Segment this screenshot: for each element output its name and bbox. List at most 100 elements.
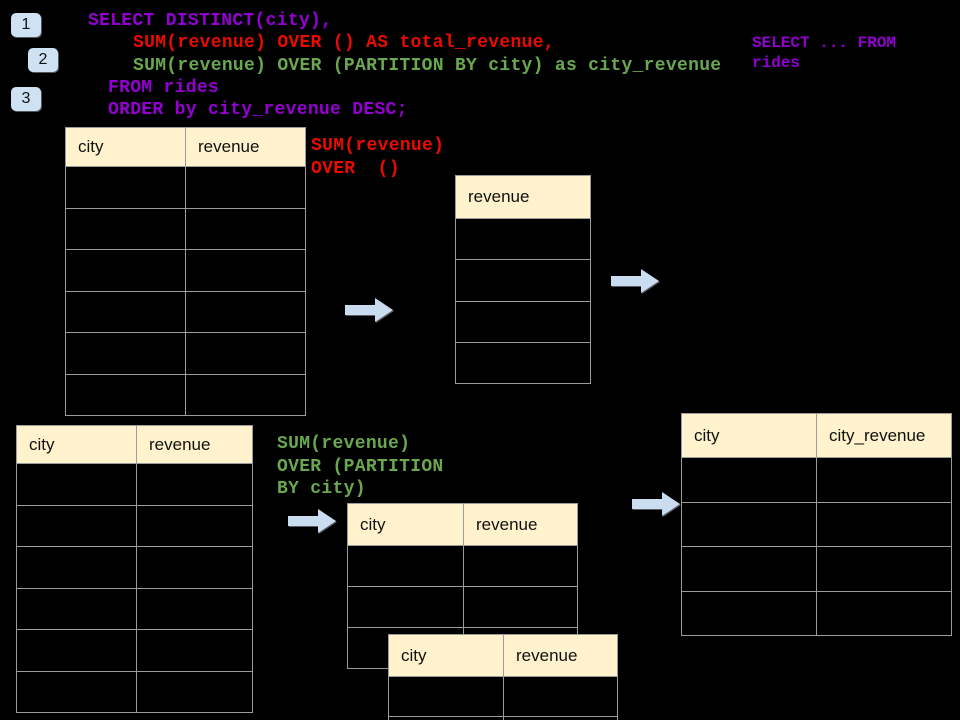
column-header: revenue xyxy=(136,425,253,464)
arrow-right-icon xyxy=(632,492,680,516)
table-cell xyxy=(16,670,137,713)
table-row xyxy=(65,373,306,416)
table-cell xyxy=(347,586,464,628)
table-cell xyxy=(681,457,817,503)
table-cell xyxy=(816,590,952,636)
table-cell xyxy=(388,676,504,717)
table-cell xyxy=(65,166,186,209)
column-header: revenue xyxy=(455,175,591,219)
table-row xyxy=(681,590,952,636)
table-row xyxy=(455,300,591,343)
table-row xyxy=(16,463,253,506)
arrow-right-icon xyxy=(288,509,336,533)
table-cell xyxy=(463,586,578,628)
table-row xyxy=(388,716,618,720)
table-row xyxy=(681,501,952,547)
table-cell xyxy=(463,545,578,587)
table-cell xyxy=(16,629,137,672)
table-row xyxy=(16,629,253,672)
table-row xyxy=(65,249,306,292)
table-cell xyxy=(16,463,137,506)
sql-code-line: SUM(revenue) OVER (PARTITION BY city) as… xyxy=(133,55,722,76)
column-header: revenue xyxy=(463,503,578,546)
column-header: city xyxy=(347,503,464,546)
table-cell xyxy=(136,587,253,630)
side-note-line: SELECT ... FROM xyxy=(752,34,897,52)
table-row xyxy=(347,545,578,587)
table-cell xyxy=(503,716,618,720)
table-cell xyxy=(16,504,137,547)
table-row xyxy=(16,670,253,713)
table-cell xyxy=(185,373,306,416)
label-line: SUM(revenue) xyxy=(311,136,445,156)
table-row xyxy=(65,290,306,333)
table-cell xyxy=(65,249,186,292)
column-header: city_revenue xyxy=(816,413,952,458)
table-cell xyxy=(455,341,591,385)
table-cell xyxy=(185,249,306,292)
table-row xyxy=(455,217,591,261)
table-row xyxy=(16,587,253,630)
table-cell xyxy=(65,207,186,250)
label-line: SUM(revenue) xyxy=(277,434,411,454)
table-cell xyxy=(347,545,464,587)
table-cell xyxy=(16,546,137,589)
label-line: OVER () xyxy=(311,159,400,179)
table-row xyxy=(65,207,306,250)
side-note-line: rides xyxy=(752,54,801,72)
table-cell xyxy=(503,676,618,717)
table-cell xyxy=(65,332,186,375)
column-header: city xyxy=(388,634,504,677)
sql-code-line: ORDER by city_revenue DESC; xyxy=(108,100,408,121)
column-header: revenue xyxy=(503,634,618,677)
table-cell xyxy=(681,590,817,636)
table-cell xyxy=(136,546,253,589)
column-header: city xyxy=(681,413,817,458)
table-row xyxy=(16,546,253,589)
column-header: city xyxy=(16,425,137,464)
sql-code-line: FROM rides xyxy=(108,77,220,98)
table-cell xyxy=(185,290,306,333)
arrow-right-icon xyxy=(611,269,659,293)
arrow-right-icon xyxy=(345,298,393,322)
side-note: SELECT ... FROM rides xyxy=(752,33,896,73)
table-cell xyxy=(65,290,186,333)
total-revenue-table: revenue xyxy=(455,175,591,385)
table-cell xyxy=(816,546,952,592)
table-cell xyxy=(136,463,253,506)
table-row xyxy=(455,259,591,302)
table-cell xyxy=(136,629,253,672)
label-line: BY city) xyxy=(277,479,366,499)
step-badge-3: 3 xyxy=(11,87,41,111)
table-cell xyxy=(185,166,306,209)
table-row xyxy=(388,676,618,717)
table-cell xyxy=(136,504,253,547)
table-row xyxy=(681,457,952,503)
table-cell xyxy=(65,373,186,416)
table-row xyxy=(65,166,306,209)
table-cell xyxy=(681,546,817,592)
table-row xyxy=(16,504,253,547)
label-line: OVER (PARTITION xyxy=(277,456,444,477)
table-cell xyxy=(136,670,253,713)
table-cell xyxy=(455,217,591,261)
step-badge-2: 2 xyxy=(28,48,58,72)
table-cell xyxy=(16,587,137,630)
table-cell xyxy=(185,207,306,250)
table-cell xyxy=(388,716,504,720)
column-header: city xyxy=(65,127,186,167)
table-row xyxy=(681,546,952,592)
table-cell xyxy=(816,501,952,547)
table-cell xyxy=(455,259,591,302)
table-cell xyxy=(816,457,952,503)
sql-code-block: SELECT DISTINCT(city),SUM(revenue) OVER … xyxy=(88,10,721,121)
